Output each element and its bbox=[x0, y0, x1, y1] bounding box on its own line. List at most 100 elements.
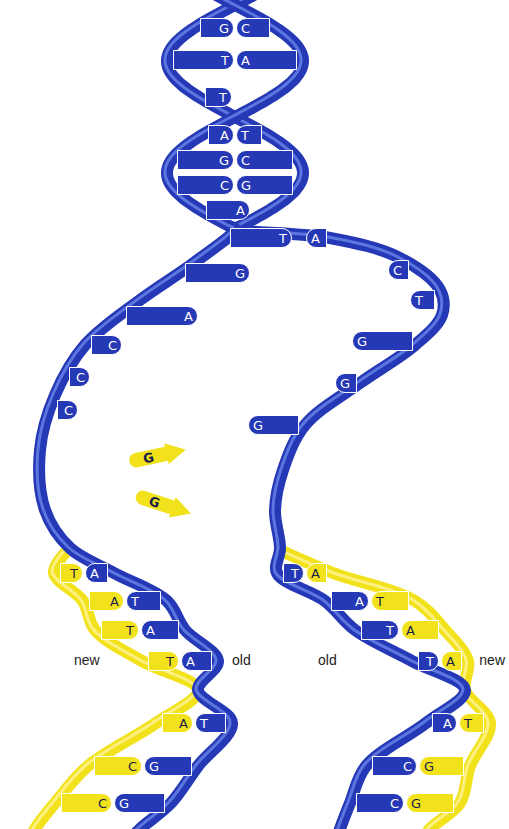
base-letter: A bbox=[241, 54, 250, 67]
nucleotide-base: A bbox=[126, 306, 198, 326]
nucleotide-base: A bbox=[85, 563, 108, 583]
base-letter: T bbox=[376, 595, 384, 608]
base-letter: G bbox=[357, 335, 367, 348]
nucleotide-base: T bbox=[410, 290, 435, 310]
base-letter: G bbox=[241, 179, 251, 192]
base-letter: C bbox=[390, 797, 399, 810]
free-nucleotide: G bbox=[130, 483, 198, 526]
nucleotide-base: A bbox=[432, 713, 457, 733]
nucleotide-base: G bbox=[335, 373, 357, 393]
base-letter: T bbox=[70, 567, 78, 580]
base-letter: A bbox=[236, 204, 245, 217]
nucleotide-base: G bbox=[200, 18, 234, 38]
nucleotide-base: A bbox=[306, 563, 327, 583]
nucleotide-base: A bbox=[331, 591, 369, 611]
nucleotide-base: G bbox=[144, 756, 192, 776]
base-letter: T bbox=[426, 655, 434, 668]
base-letter: C bbox=[393, 264, 402, 277]
backbone-ribbon bbox=[39, 0, 303, 829]
nucleotide-base: T bbox=[236, 125, 262, 145]
nucleotide-base: G bbox=[406, 793, 454, 813]
nucleotide-base: A bbox=[441, 651, 462, 671]
free-nucleotide: G bbox=[124, 437, 192, 474]
backbone-highlight bbox=[37, 0, 301, 829]
nucleotide-base: C bbox=[388, 260, 409, 280]
base-letter: T bbox=[415, 294, 423, 307]
base-letter: T bbox=[131, 595, 139, 608]
nucleotide-base: T bbox=[173, 50, 234, 70]
base-letter: T bbox=[126, 624, 134, 637]
base-letter: G bbox=[219, 22, 229, 35]
base-letter: A bbox=[179, 717, 188, 730]
nucleotide-base: C bbox=[57, 400, 78, 420]
base-letter: A bbox=[184, 310, 193, 323]
base-letter: T bbox=[386, 624, 394, 637]
strand-label: old bbox=[232, 653, 251, 668]
base-letter: A bbox=[146, 624, 155, 637]
backbone-highlight bbox=[26, 551, 196, 829]
base-letter: T bbox=[219, 91, 227, 104]
nucleotide-base: T bbox=[205, 87, 232, 107]
nucleotide-base: C bbox=[61, 793, 112, 813]
base-letter: A bbox=[443, 717, 452, 730]
base-letter: C bbox=[98, 797, 107, 810]
base-letter: G bbox=[219, 154, 229, 167]
nucleotide-base: T bbox=[230, 228, 292, 248]
base-letter: G bbox=[253, 419, 263, 432]
nucleotide-base: A bbox=[181, 651, 212, 671]
base-letter: G bbox=[411, 797, 421, 810]
nucleotide-base: G bbox=[177, 150, 234, 170]
base-letter: G bbox=[340, 377, 350, 390]
base-letter: G bbox=[235, 267, 245, 280]
base-letter: A bbox=[220, 129, 229, 142]
base-letter: C bbox=[64, 404, 73, 417]
nucleotide-base: C bbox=[372, 756, 417, 776]
nucleotide-base: A bbox=[89, 591, 124, 611]
nucleotide-base: T bbox=[101, 620, 139, 640]
nucleotide-arrow bbox=[130, 483, 198, 526]
base-letter: A bbox=[110, 595, 119, 608]
base-letter: A bbox=[186, 655, 195, 668]
nucleotide-base: G bbox=[419, 756, 464, 776]
backbone-ribbon bbox=[28, 552, 198, 829]
base-letter: C bbox=[76, 371, 85, 384]
nucleotide-base: A bbox=[401, 620, 439, 640]
nucleotide-base: C bbox=[94, 756, 142, 776]
base-letter: A bbox=[90, 567, 99, 580]
nucleotide-base: G bbox=[236, 175, 293, 195]
nucleotide-base: A bbox=[306, 228, 327, 248]
strand-label: new bbox=[74, 653, 100, 668]
nucleotide-base: T bbox=[148, 651, 179, 671]
nucleotide-base: G bbox=[352, 331, 413, 351]
nucleotide-base: A bbox=[206, 200, 250, 220]
nucleotide-base: C bbox=[91, 335, 122, 355]
base-letter: T bbox=[241, 129, 249, 142]
base-letter: T bbox=[291, 567, 299, 580]
base-letter: T bbox=[200, 717, 208, 730]
nucleotide-base: T bbox=[361, 620, 399, 640]
base-letter: T bbox=[221, 54, 229, 67]
base-letter: G bbox=[149, 760, 159, 773]
base-letter: A bbox=[355, 595, 364, 608]
base-letter: G bbox=[119, 797, 129, 810]
base-letter: T bbox=[166, 655, 174, 668]
nucleotide-base: C bbox=[69, 367, 90, 387]
nucleotide-base: C bbox=[356, 793, 404, 813]
base-letter: C bbox=[128, 760, 137, 773]
nucleotide-base: G bbox=[248, 415, 299, 435]
base-letter: C bbox=[403, 760, 412, 773]
base-letter: G bbox=[424, 760, 434, 773]
nucleotide-base: T bbox=[283, 563, 304, 583]
nucleotide-base: T bbox=[371, 591, 409, 611]
nucleotide-base: T bbox=[195, 713, 226, 733]
nucleotide-arrow bbox=[124, 437, 192, 474]
nucleotide-base: A bbox=[208, 125, 234, 145]
base-letter: C bbox=[108, 339, 117, 352]
nucleotide-base: A bbox=[141, 620, 179, 640]
strand-label: new bbox=[479, 653, 505, 668]
nucleotide-base: G bbox=[185, 263, 250, 283]
sugar-phosphate-backbone bbox=[37, 0, 303, 829]
nucleotide-base: C bbox=[236, 150, 293, 170]
nucleotide-base: T bbox=[126, 591, 161, 611]
